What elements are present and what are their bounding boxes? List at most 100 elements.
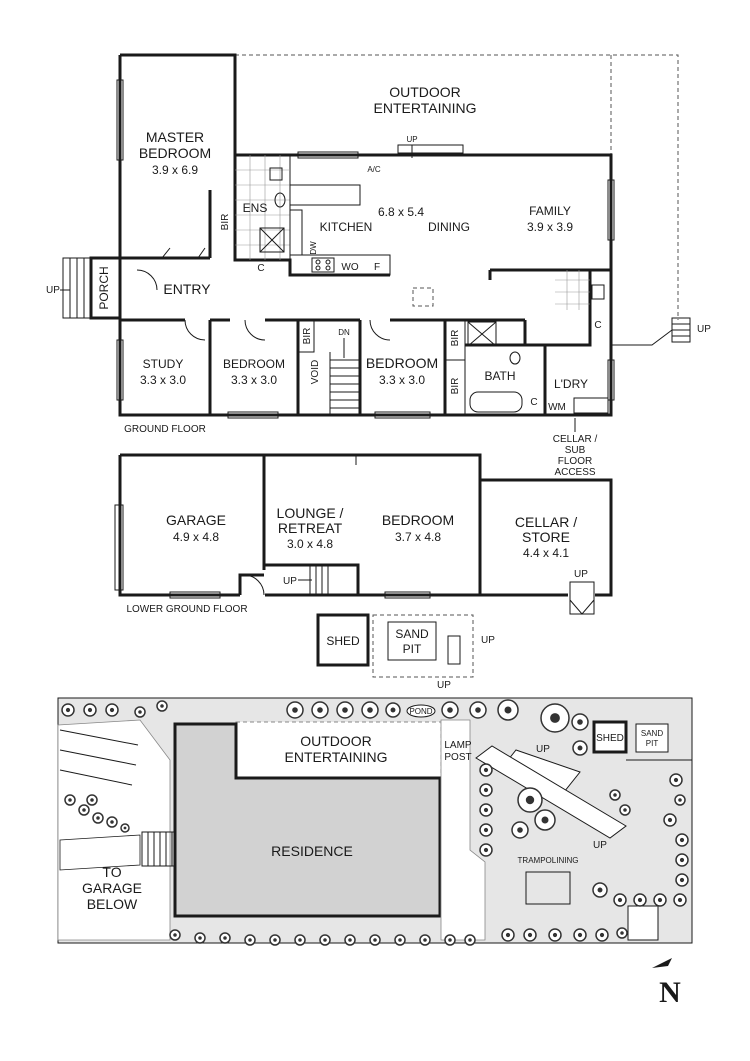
tree-center-icon — [273, 938, 277, 942]
tree-center-icon — [348, 938, 352, 942]
ramp-lower — [475, 745, 627, 839]
svg-text:ENTERTAINING: ENTERTAINING — [374, 100, 477, 116]
shed-label: SHED — [326, 634, 360, 648]
stairs-dn-label: DN — [338, 328, 350, 337]
tree-center-icon — [90, 798, 94, 802]
sand-pit-label: SAND — [395, 627, 429, 641]
tree-center-icon — [448, 938, 452, 942]
site-sand-pit-label: SAND — [641, 729, 663, 738]
svg-text:SUB: SUB — [565, 445, 586, 456]
tree-center-icon — [678, 798, 682, 802]
pond — [406, 704, 436, 718]
tree-center-icon — [398, 938, 402, 942]
site-shed-label: SHED — [596, 733, 624, 744]
tree-center-icon — [620, 931, 624, 935]
tree-center-icon — [552, 932, 558, 938]
tree-center-icon — [597, 887, 603, 893]
fridge-label: F — [374, 262, 380, 273]
residence — [173, 722, 442, 918]
family-cupboard-label: C — [594, 320, 601, 331]
ensuite-basin — [274, 192, 286, 208]
porch-up-label: UP — [46, 285, 60, 296]
master-bedroom-size: 3.9 x 6.9 — [152, 163, 198, 177]
kitchen-label: KITCHEN — [320, 220, 373, 234]
ramp-up-label-a: UP — [536, 744, 550, 755]
svg-text:BELOW: BELOW — [87, 896, 138, 912]
tree-center-icon — [577, 745, 583, 751]
tree-center-icon — [373, 938, 377, 942]
sandpit-up-label-a: UP — [481, 635, 495, 646]
entry-doors — [161, 247, 206, 259]
tree-center-icon — [637, 897, 643, 903]
site-sand-pit — [635, 723, 669, 753]
cellar-up-label: UP — [574, 569, 588, 580]
svg-text:STORE: STORE — [522, 529, 570, 545]
compass-label: N — [659, 976, 681, 1009]
dining-label: DINING — [428, 220, 470, 234]
tree-center-icon — [82, 808, 86, 812]
entry-label: ENTRY — [163, 281, 211, 297]
washing-machine-label: WM — [548, 402, 566, 413]
svg-text:ENTERTAINING: ENTERTAINING — [285, 749, 388, 765]
cellar-access-label: CELLAR / — [553, 434, 598, 445]
tree-center-icon — [173, 933, 177, 937]
lgf-bedroom-label: BEDROOM — [382, 512, 454, 528]
garage-label: GARAGE — [166, 512, 226, 528]
svg-text:PIT: PIT — [403, 642, 422, 656]
svg-text:FLOOR: FLOOR — [558, 456, 592, 467]
lgf-stairs-up-label: UP — [283, 576, 297, 587]
tree-center-icon — [623, 808, 627, 812]
void-label: VOID — [310, 360, 321, 384]
svg-text:RETREAT: RETREAT — [278, 520, 343, 536]
tree-center-icon — [550, 713, 560, 723]
tree-center-icon — [160, 704, 164, 708]
cupboard-label: C — [257, 263, 264, 274]
cellar-size: 4.4 x 4.1 — [523, 546, 569, 560]
site-plan: OUTDOOR ENTERTAINING RESIDENCE TO GARAGE… — [57, 697, 693, 946]
bedroom-3-label: BEDROOM — [366, 355, 438, 371]
tree-center-icon — [667, 817, 673, 823]
to-garage-label: TO — [102, 864, 121, 880]
lgf-bedroom-size: 3.7 x 4.8 — [395, 530, 441, 544]
compass-arrow-icon — [652, 958, 672, 968]
lower-ground-floor: UP GARAGE 4.9 x 4.8 LOUNGE / RETREAT 3.0… — [114, 453, 613, 691]
bir-master-label: BIR — [220, 214, 231, 231]
tree-center-icon — [198, 936, 202, 940]
tree-center-icon — [657, 897, 663, 903]
bedroom-2-label: BEDROOM — [223, 357, 285, 371]
outdoor-step — [397, 144, 464, 154]
bir-bedroom-3a-label: BIR — [450, 330, 461, 347]
wall-oven-label: WO — [341, 262, 358, 273]
tree-center-icon — [677, 897, 683, 903]
tree-center-icon — [613, 793, 617, 797]
side-path — [440, 719, 486, 941]
outdoor-entertaining-label: OUTDOOR — [389, 84, 461, 100]
tree-center-icon — [96, 816, 100, 820]
tree-center-icon — [475, 707, 481, 713]
residence-label: RESIDENCE — [271, 843, 353, 859]
tree-center-icon — [68, 798, 72, 802]
tree-center-icon — [390, 707, 396, 713]
tree-center-icon — [367, 707, 373, 713]
tree-center-icon — [483, 807, 489, 813]
tree-center-icon — [673, 777, 679, 783]
bath-label: BATH — [484, 369, 515, 383]
sand-pit — [387, 621, 437, 661]
garage-size: 4.9 x 4.8 — [173, 530, 219, 544]
kitchen-sink — [289, 209, 303, 256]
tree-center-icon — [109, 707, 115, 713]
porch — [89, 256, 122, 320]
tree-center-icon — [577, 932, 583, 938]
tree-center-icon — [110, 820, 114, 824]
tree-center-icon — [541, 816, 549, 824]
tree-center-icon — [679, 877, 685, 883]
bedroom-2-size: 3.3 x 3.0 — [231, 373, 277, 387]
tree-center-icon — [468, 938, 472, 942]
tree-center-icon — [65, 707, 71, 713]
tree-center-icon — [483, 767, 489, 773]
svg-text:PIT: PIT — [646, 739, 659, 748]
bath-shower — [467, 321, 497, 347]
tree-center-icon — [317, 707, 323, 713]
tree-center-icon — [525, 795, 535, 805]
